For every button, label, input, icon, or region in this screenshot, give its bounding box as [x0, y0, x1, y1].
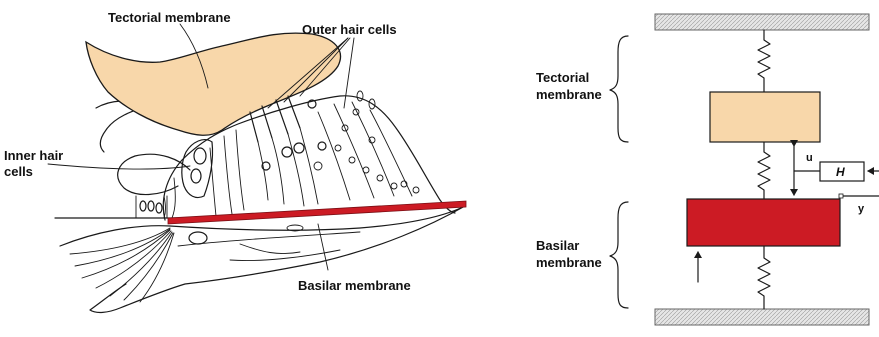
tectorial-membrane-label: Tectorial membrane	[108, 10, 231, 25]
anatomy-panel: Tectorial membrane Outer hair cells Inne…	[4, 10, 466, 312]
h-label: H	[836, 165, 845, 179]
top-wall	[655, 14, 869, 30]
model-basilar-label-line2: membrane	[536, 255, 602, 270]
inner-loop	[118, 154, 190, 194]
u-label: u	[806, 152, 813, 164]
tectorial-brace	[610, 36, 628, 142]
inner-hair-cells-label-line2: cells	[4, 164, 33, 179]
inner-hair-cell-cluster	[164, 140, 213, 218]
nerve-fibres	[70, 228, 174, 302]
model-panel: u H y Tectorial membrane Basilar membran…	[536, 14, 879, 325]
y-label: y	[858, 203, 865, 215]
spring-bottom	[758, 246, 770, 309]
pointer-basilar	[318, 224, 328, 270]
spring-top	[758, 30, 770, 92]
basilar-brace	[610, 202, 628, 308]
basilar-membrane-label: Basilar membrane	[298, 278, 411, 293]
basilar-membrane	[168, 201, 466, 224]
lower-cell-lines	[230, 244, 340, 261]
outer-hair-cells-label: Outer hair cells	[302, 22, 397, 37]
bottom-wall	[655, 309, 869, 325]
lower-tissue-outline	[60, 206, 465, 312]
cell-nuclei	[262, 91, 419, 193]
y-tap	[839, 194, 843, 198]
lower-nucleus-1	[189, 232, 207, 244]
model-basilar-label-line1: Basilar	[536, 238, 579, 253]
pointer-outer-hair-4	[344, 38, 354, 108]
basilar-mass	[687, 199, 840, 246]
model-tectorial-label-line1: Tectorial	[536, 70, 589, 85]
tectorial-mass	[710, 92, 820, 142]
inner-hair-cells-label-line1: Inner hair	[4, 148, 63, 163]
model-tectorial-label-line2: membrane	[536, 87, 602, 102]
spring-middle	[758, 142, 770, 199]
pillar-cells	[136, 196, 167, 218]
